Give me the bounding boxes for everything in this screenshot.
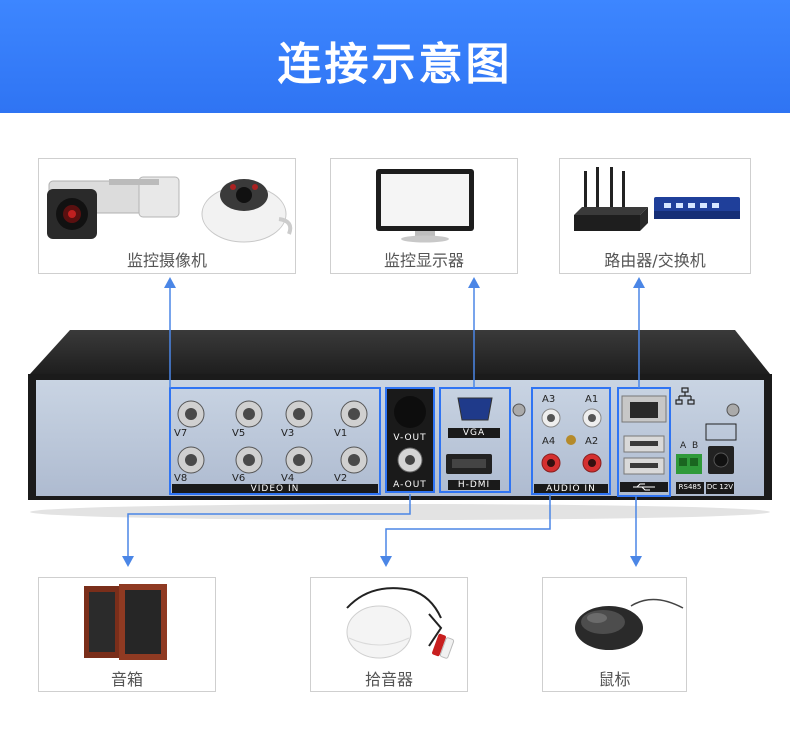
rs485-a-label: A [680, 441, 687, 451]
mouse-icon [575, 598, 684, 650]
a-out-label: A-OUT [393, 480, 427, 490]
channel-label: V8 [174, 473, 188, 484]
device-box-cameras: 监控摄像机 [38, 158, 296, 274]
dc-label: DC 12V [706, 483, 734, 491]
channel-label: V1 [334, 428, 348, 439]
audio-channel-label: A4 [542, 436, 556, 447]
hdmi-label: H-DMI [457, 480, 491, 490]
rs485-label: RS485 [678, 483, 702, 491]
usb-icon [633, 483, 655, 491]
v-out-label: V-OUT [393, 433, 427, 443]
audio-in-label: AUDIO IN [546, 484, 596, 494]
camera-icon [47, 176, 293, 243]
channel-label: V3 [281, 428, 295, 439]
channel-label: V2 [334, 473, 348, 484]
device-box-speaker: 音箱 [38, 577, 216, 692]
channel-label: V5 [232, 428, 246, 439]
monitor-icon [376, 169, 474, 243]
audio-channel-label: A3 [542, 394, 556, 405]
channel-label: V4 [281, 473, 295, 484]
router-icon [574, 167, 740, 231]
device-label-speaker: 音箱 [110, 670, 143, 689]
video-in-label: VIDEO IN [250, 484, 300, 494]
device-label-mouse: 鼠标 [598, 670, 631, 689]
device-label-monitor: 监控显示器 [383, 251, 464, 270]
network-icon [675, 387, 695, 405]
device-box-mouse: 鼠标 [542, 577, 687, 692]
channel-label: V7 [174, 428, 188, 439]
device-label-cameras: 监控摄像机 [126, 251, 207, 270]
arrow-to-speaker [127, 494, 411, 558]
microphone-icon [346, 587, 455, 659]
header-banner: 连接示意图 [0, 0, 790, 113]
device-box-microphone: 拾音器 [310, 577, 468, 692]
device-label-microphone: 拾音器 [364, 670, 413, 689]
vga-label: VGA [462, 428, 486, 438]
rs485-b-label: B [692, 441, 699, 451]
speaker-icon [84, 584, 167, 660]
audio-channel-label: A1 [585, 394, 599, 405]
page-title: 连接示意图 [277, 39, 513, 90]
arrow-to-microphone [385, 494, 551, 558]
device-box-router: 路由器/交换机 [559, 158, 751, 274]
device-label-router: 路由器/交换机 [604, 251, 706, 270]
audio-channel-label: A2 [585, 436, 599, 447]
channel-label: V6 [232, 473, 246, 484]
device-box-monitor: 监控显示器 [330, 158, 518, 274]
